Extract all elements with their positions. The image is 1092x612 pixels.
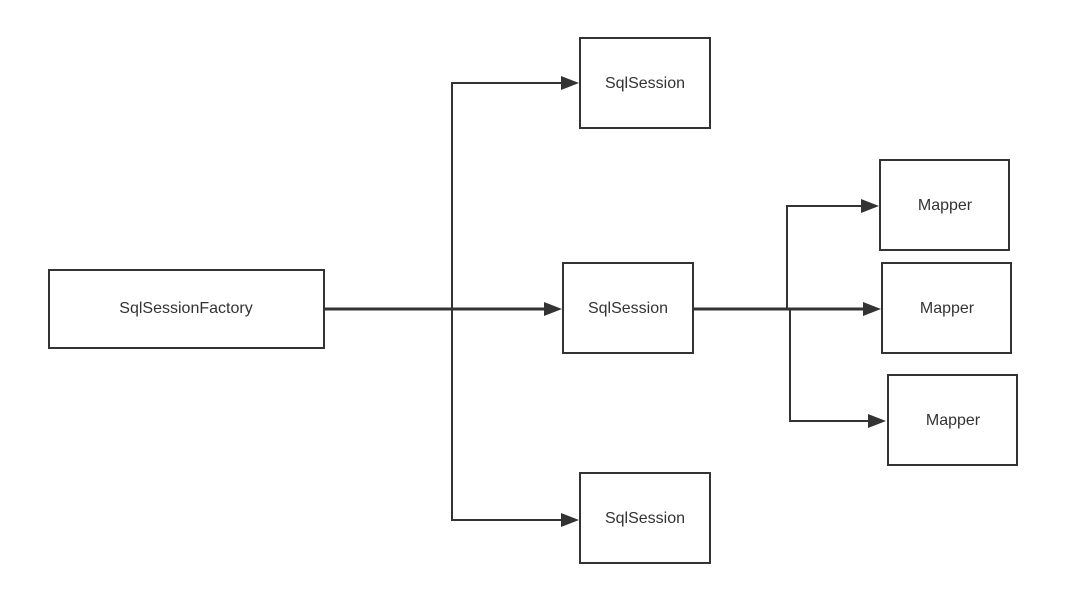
mapper-node-top: Mapper bbox=[879, 159, 1010, 251]
sqlsession-node-bottom: SqlSession bbox=[579, 472, 711, 564]
session-connectors bbox=[693, 199, 886, 428]
arrow-head bbox=[868, 414, 886, 428]
node-label: SqlSession bbox=[605, 510, 685, 527]
arrow-head bbox=[544, 302, 562, 316]
node-label: SqlSession bbox=[605, 75, 685, 92]
arrow-head bbox=[561, 513, 579, 527]
edge-session-to-mapper-top bbox=[786, 205, 864, 309]
sqlsession-node-top: SqlSession bbox=[579, 37, 711, 129]
edge-session-to-mapper-bottom bbox=[789, 309, 871, 422]
node-label: Mapper bbox=[926, 412, 981, 429]
node-label: Mapper bbox=[920, 300, 975, 317]
edge-factory-to-session-top bbox=[451, 82, 564, 309]
node-label: Mapper bbox=[918, 197, 973, 214]
edge-factory-to-session-bottom bbox=[451, 309, 564, 521]
factory-connectors bbox=[324, 76, 579, 527]
mapper-node-middle: Mapper bbox=[881, 262, 1012, 354]
node-label: SqlSessionFactory bbox=[119, 300, 252, 317]
arrow-head bbox=[561, 76, 579, 90]
sqlsession-node-middle: SqlSession bbox=[562, 262, 694, 354]
sqlsessionfactory-node: SqlSessionFactory bbox=[48, 269, 325, 349]
arrow-head bbox=[861, 199, 879, 213]
node-label: SqlSession bbox=[588, 300, 668, 317]
mapper-node-bottom: Mapper bbox=[887, 374, 1018, 466]
arrow-head bbox=[863, 302, 881, 316]
